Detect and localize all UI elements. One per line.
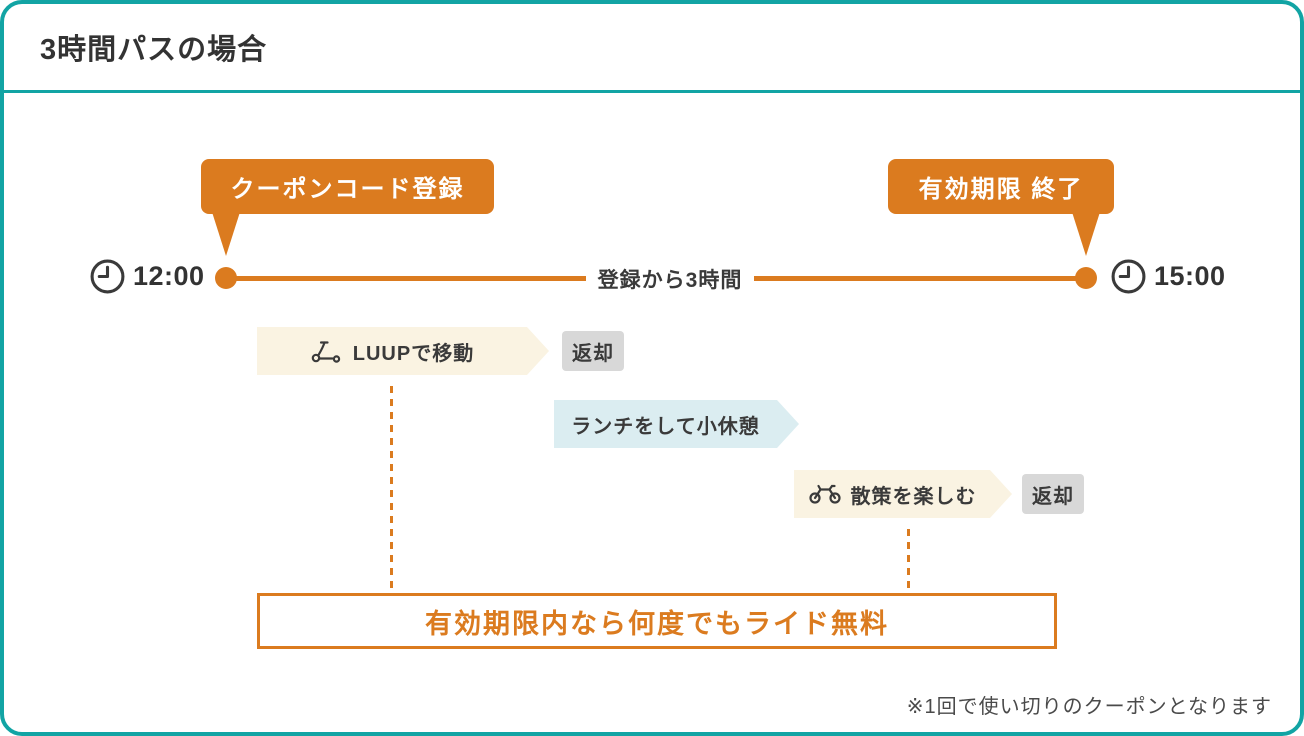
return-badge-label: 返却 bbox=[1032, 485, 1074, 508]
expiry-end-label: 有効期限 終了 bbox=[918, 176, 1084, 203]
start-time: 12:00 bbox=[133, 261, 205, 291]
page-title: 3時間パスの場合 bbox=[40, 34, 268, 66]
card-header: 3時間パスの場合 bbox=[4, 4, 1300, 93]
duration-label: 登録から3時間 bbox=[586, 264, 754, 294]
footnote: ※1回で使い切りのクーポンとなります bbox=[906, 696, 1272, 718]
end-time-group: 15:00 bbox=[1110, 258, 1226, 295]
free-ride-highlight-box: 有効期限内なら何度でもライド無料 bbox=[257, 593, 1057, 649]
timeline-end-dot bbox=[1075, 267, 1097, 289]
activity-bar-lunch-break: ランチをして小休憩 bbox=[554, 400, 799, 448]
scooter-icon bbox=[310, 339, 344, 363]
coupon-register-label: クーポンコード登録 bbox=[230, 176, 465, 203]
return-badge-1: 返却 bbox=[562, 331, 624, 371]
activity-label: 散策を楽しむ bbox=[850, 485, 977, 508]
clock-icon bbox=[1110, 258, 1147, 295]
activity-bar-stroll: 散策を楽しむ bbox=[794, 470, 1012, 518]
bicycle-icon bbox=[808, 483, 842, 505]
clock-icon bbox=[89, 258, 126, 295]
dotted-connector-2 bbox=[907, 529, 910, 592]
activity-label: LUUPで移動 bbox=[352, 342, 475, 365]
dotted-connector-1 bbox=[390, 386, 393, 592]
coupon-register-bubble: クーポンコード登録 bbox=[201, 159, 494, 214]
return-badge-2: 返却 bbox=[1022, 474, 1084, 514]
timeline-start-dot bbox=[215, 267, 237, 289]
start-time-group: 12:00 bbox=[89, 258, 205, 295]
expiry-end-bubble-tail bbox=[1072, 212, 1100, 256]
return-badge-label: 返却 bbox=[572, 342, 614, 365]
coupon-register-bubble-tail bbox=[212, 212, 240, 256]
expiry-end-bubble: 有効期限 終了 bbox=[888, 159, 1114, 214]
end-time: 15:00 bbox=[1154, 261, 1226, 291]
activity-bar-luup-ride: LUUPで移動 bbox=[257, 327, 549, 375]
activity-label: ランチをして小休憩 bbox=[571, 415, 760, 438]
free-ride-label: 有効期限内なら何度でもライド無料 bbox=[425, 608, 889, 639]
